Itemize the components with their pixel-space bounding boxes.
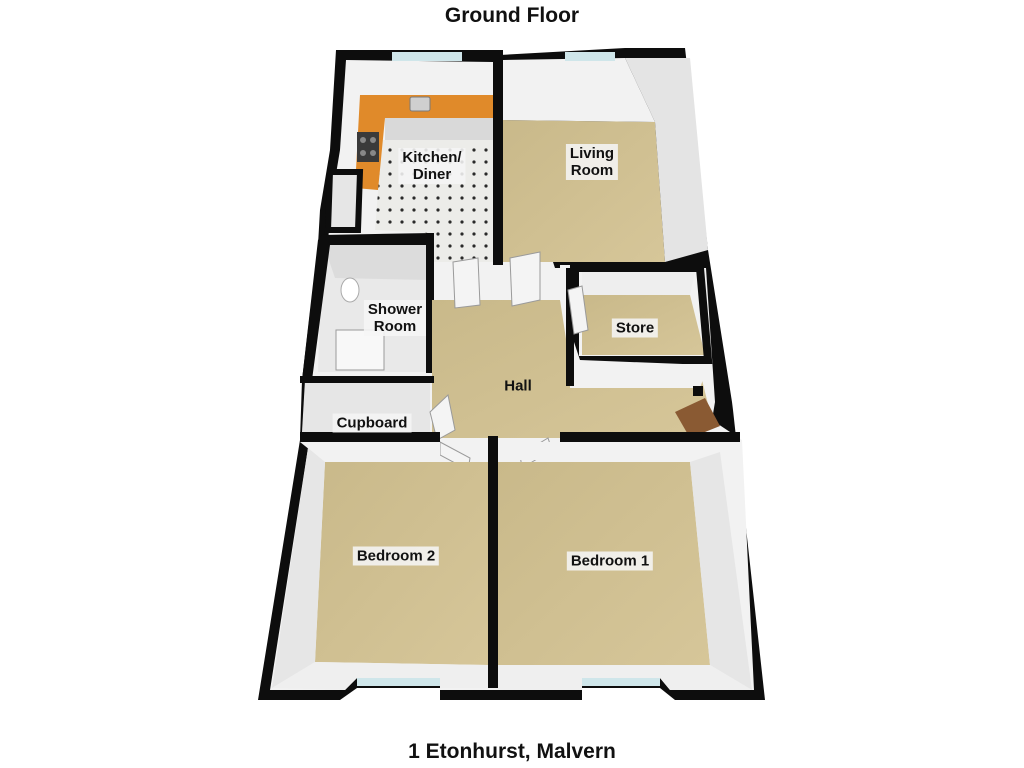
kitchen-cupboards (324, 169, 364, 233)
room-label-cupboard: Cupboard (332, 413, 412, 433)
kitchen-worktop (355, 95, 493, 190)
property-address: 1 Etonhurst, Malvern (408, 740, 616, 763)
kitchen-label-line1: Kitchen/ (402, 149, 462, 166)
room-label-living-room: Living Room (565, 144, 619, 180)
shower-label-line1: Shower (367, 301, 423, 318)
kitchen-label-line2: Diner (412, 166, 452, 183)
room-label-store: Store (611, 318, 659, 338)
room-label-hall: Hall (504, 377, 532, 395)
room-label-kitchen-diner: Kitchen/ Diner (398, 148, 466, 184)
room-label-bedroom-2: Bedroom 2 (352, 546, 440, 566)
room-label-shower-room: Shower Room (363, 300, 427, 336)
shower-label-line2: Room (373, 318, 417, 335)
room-label-bedroom-1: Bedroom 1 (566, 551, 654, 571)
living-label-line1: Living (569, 145, 615, 162)
floor-title: Ground Floor (444, 4, 580, 27)
living-room-floor (503, 120, 665, 262)
living-label-line2: Room (570, 162, 614, 179)
front-door (675, 398, 720, 438)
